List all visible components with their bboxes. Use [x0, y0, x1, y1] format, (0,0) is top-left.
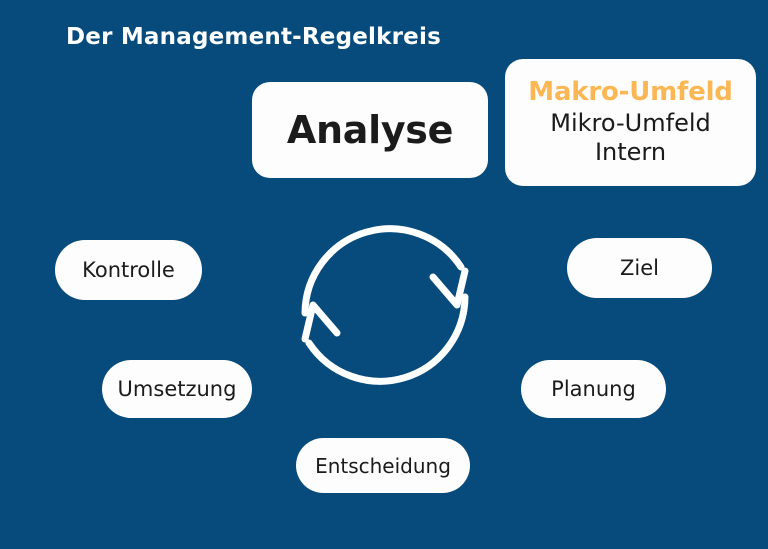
- diagram-node-entscheidung[interactable]: Entscheidung: [296, 438, 470, 493]
- diagram-node-analyse-label: Analyse: [286, 108, 454, 152]
- diagram-node-planung-label: Planung: [551, 377, 636, 401]
- diagram-node-umsetzung-label: Umsetzung: [117, 377, 237, 401]
- cycle-arrows-icon: [301, 225, 469, 385]
- diagram-node-entscheidung-label: Entscheidung: [315, 453, 451, 478]
- diagram-node-ziel[interactable]: Ziel: [567, 238, 712, 298]
- diagram-node-kontrolle-label: Kontrolle: [82, 258, 175, 282]
- diagram-card-umfeld[interactable]: Makro-Umfeld Mikro-Umfeld Intern: [505, 59, 756, 186]
- diagram-node-umsetzung[interactable]: Umsetzung: [102, 360, 252, 418]
- diagram-node-kontrolle[interactable]: Kontrolle: [55, 240, 202, 300]
- page-title: Der Management-Regelkreis: [66, 24, 441, 50]
- diagram-node-planung[interactable]: Planung: [521, 360, 666, 418]
- diagram-node-ziel-label: Ziel: [620, 256, 659, 280]
- diagram-node-analyse[interactable]: Analyse: [252, 82, 488, 178]
- umfeld-line-intern: Intern: [594, 138, 667, 167]
- umfeld-line-makro: Makro-Umfeld: [528, 77, 733, 108]
- umfeld-line-mikro: Mikro-Umfeld: [550, 109, 711, 138]
